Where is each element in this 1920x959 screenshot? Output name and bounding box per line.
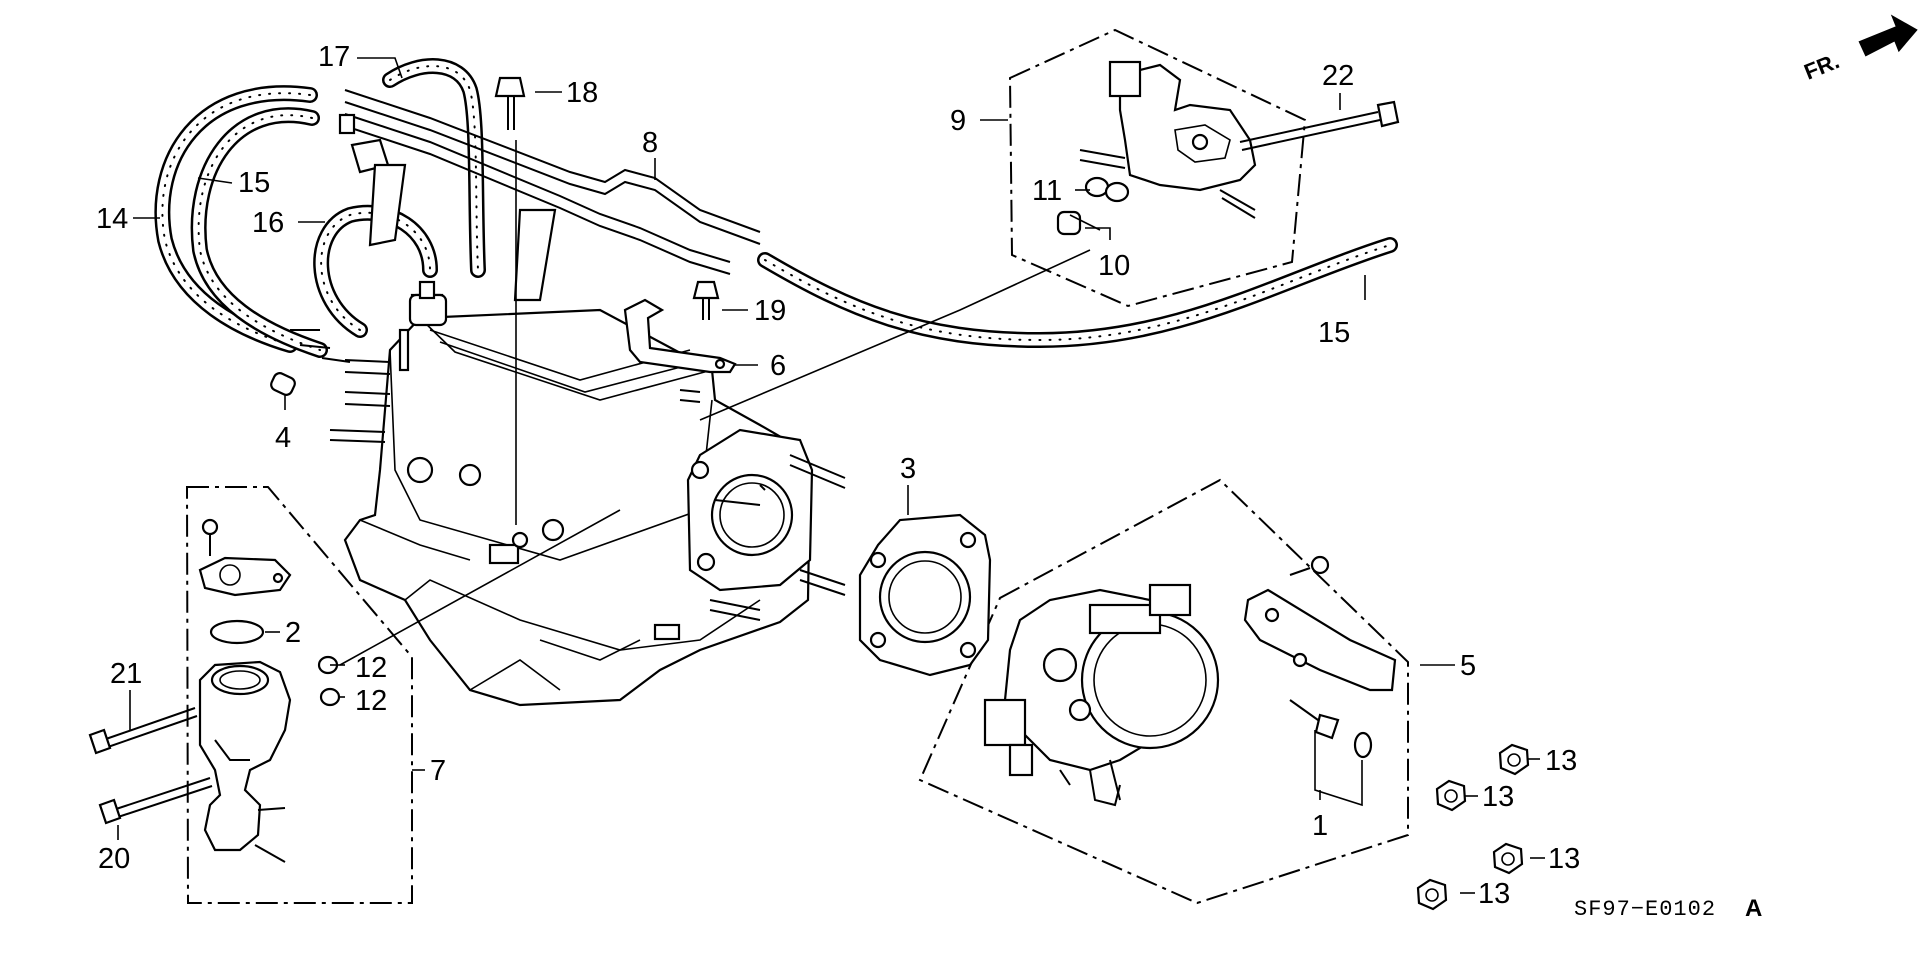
callout-12-a: 12 — [355, 652, 387, 684]
bolt-19 — [692, 280, 720, 320]
diagram-code-suffix: A — [1745, 895, 1762, 922]
callout-1: 1 — [1312, 810, 1328, 842]
callout-16: 16 — [252, 207, 284, 239]
iac-collar — [1056, 210, 1082, 236]
throttle-cable-bracket — [1243, 588, 1397, 692]
callout-2: 2 — [285, 617, 301, 649]
callout-11: 11 — [1032, 175, 1062, 207]
callout-12-b: 12 — [355, 685, 387, 717]
callout-14: 14 — [96, 203, 128, 235]
callout-7: 7 — [430, 755, 446, 787]
callout-4: 4 — [275, 422, 291, 454]
idle-air-control-valve — [1079, 60, 1257, 219]
hose-joint-4 — [270, 372, 296, 396]
o-ring-2 — [209, 619, 265, 645]
callout-15-left: 15 — [238, 167, 270, 199]
hose-14 — [154, 85, 318, 353]
bolt-21 — [88, 707, 198, 755]
callout-13-c: 13 — [1548, 843, 1580, 875]
callout-9: 9 — [950, 105, 966, 137]
callout-21: 21 — [110, 658, 142, 690]
valve-cover-plate — [198, 556, 292, 597]
callout-15-right: 15 — [1318, 317, 1350, 349]
bracket-bolt — [1289, 567, 1311, 576]
box-throttle-body — [918, 478, 1409, 905]
bracket-bolt-head — [1310, 555, 1330, 575]
flange-nut-13b — [1435, 779, 1467, 812]
cover-screw-head — [201, 518, 219, 536]
hose-15-right — [757, 237, 1398, 349]
throttle-body-gasket — [858, 513, 992, 677]
callout-13-d: 13 — [1478, 878, 1510, 910]
callout-6: 6 — [770, 350, 786, 382]
bolt-20 — [98, 777, 213, 825]
flange-nut-13c — [1492, 842, 1524, 875]
callout-3: 3 — [900, 453, 916, 485]
front-direction-arrow-icon — [1858, 14, 1918, 57]
iac-gasket — [1084, 176, 1130, 203]
fast-idle-thermo-valve — [198, 660, 292, 863]
callout-22: 22 — [1322, 60, 1354, 92]
callout-10: 10 — [1098, 250, 1130, 282]
intake-manifold — [329, 293, 846, 707]
callout-13-b: 13 — [1482, 781, 1514, 813]
callout-17: 17 — [318, 41, 350, 73]
hose-ends — [290, 329, 351, 363]
flange-nut-13a — [1498, 743, 1530, 776]
bracket-6 — [623, 298, 737, 374]
throttle-body — [983, 583, 1220, 807]
bolt-22 — [1239, 100, 1400, 151]
leader-lines — [117, 57, 1545, 894]
direction-label: FR. — [1801, 48, 1843, 84]
flange-nut-13d — [1416, 878, 1448, 911]
callout-13-a: 13 — [1545, 745, 1577, 777]
idle-adjusting-screw — [1289, 699, 1373, 759]
box-iac-valve — [1008, 28, 1307, 308]
callout-labels: 17 18 8 15 14 16 19 6 4 9 11 10 22 15 3 … — [96, 41, 1580, 910]
diagram-code: SF97−E0102 — [1574, 897, 1716, 922]
bolt-18 — [494, 76, 526, 130]
callout-8: 8 — [642, 127, 658, 159]
purge-valve — [408, 280, 448, 327]
callout-18: 18 — [566, 77, 598, 109]
callout-19: 19 — [754, 295, 786, 327]
vacuum-pipe — [338, 89, 761, 302]
box-fast-idle-valve — [185, 486, 413, 904]
hose-15-left — [190, 107, 328, 358]
hose-17 — [382, 58, 486, 278]
callout-5: 5 — [1460, 650, 1476, 682]
callout-20: 20 — [98, 843, 130, 875]
o-ring-12b — [319, 687, 341, 707]
hose-16 — [313, 204, 438, 338]
